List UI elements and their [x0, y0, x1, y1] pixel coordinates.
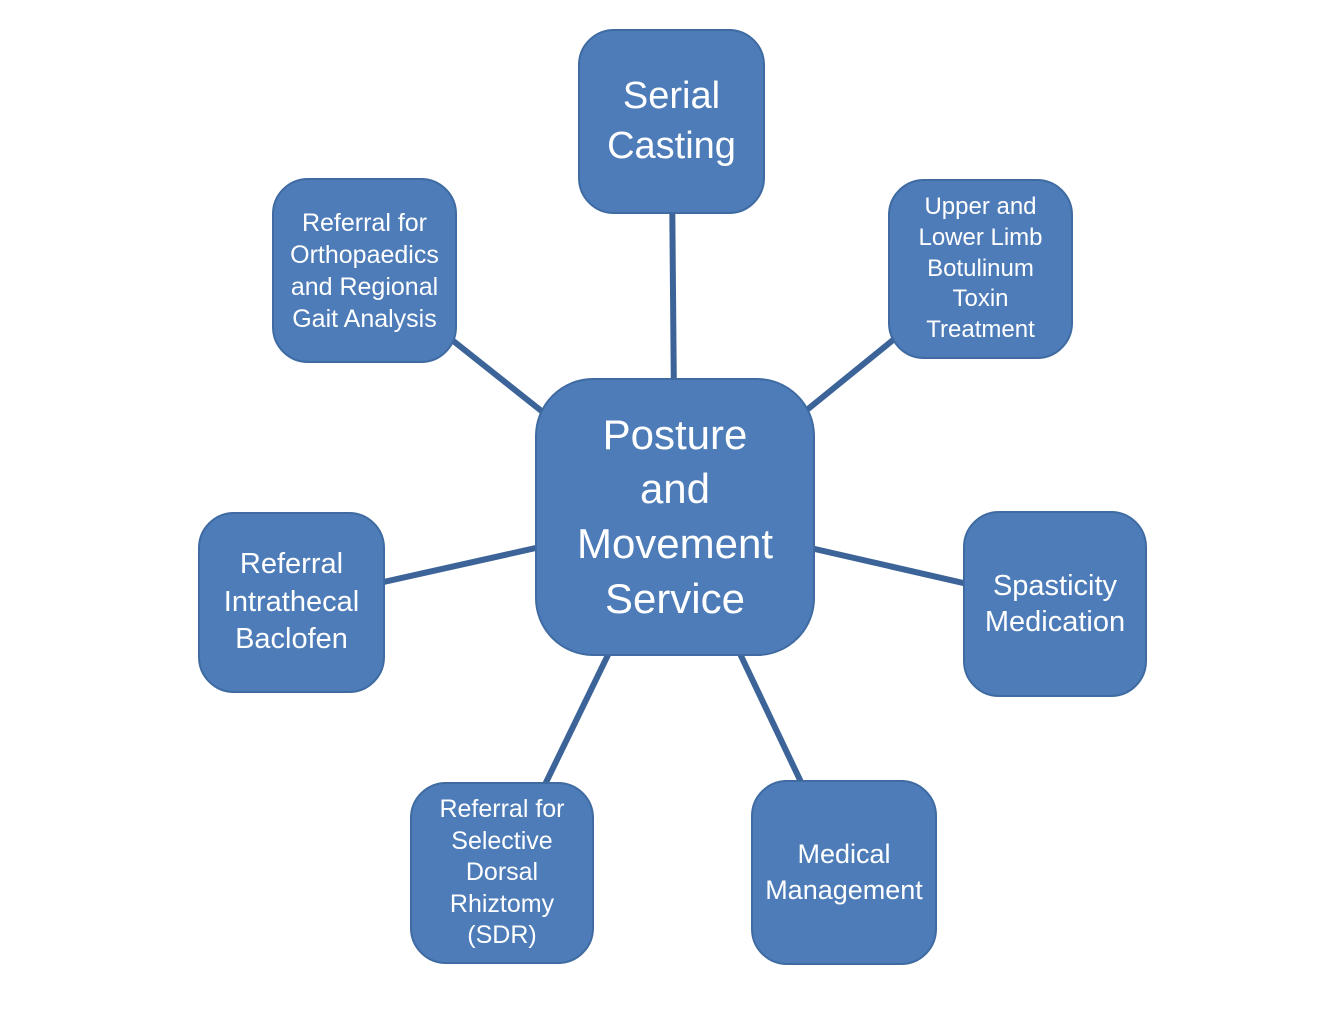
hub-label: Posture and Movement Service: [576, 410, 774, 622]
node-referral-intrathecal-baclofen: Referral Intrathecal Baclofen: [198, 512, 385, 693]
node-botulinum-toxin-treatment: Upper and Lower Limb Botulinum Toxin Tre…: [888, 179, 1073, 359]
node-label: Referral for Selective Dorsal Rhiztomy (…: [439, 795, 565, 950]
node-label: Referral for Orthopaedics and Regional G…: [290, 208, 439, 333]
node-referral-orthopaedics-gait-analysis: Referral for Orthopaedics and Regional G…: [272, 178, 457, 363]
node-label: Serial Casting: [607, 75, 736, 167]
node-label: Medical Management: [765, 839, 923, 905]
node-label: Referral Intrathecal Baclofen: [223, 547, 360, 656]
node-spasticity-medication: Spasticity Medication: [963, 511, 1147, 697]
node-label: Upper and Lower Limb Botulinum Toxin Tre…: [918, 193, 1043, 344]
node-referral-sdr: Referral for Selective Dorsal Rhiztomy (…: [410, 782, 594, 964]
node-posture-and-movement-service: Posture and Movement Service: [535, 378, 815, 656]
node-medical-management: Medical Management: [751, 780, 937, 965]
node-label: Spasticity Medication: [984, 569, 1126, 638]
node-serial-casting: Serial Casting: [578, 29, 765, 214]
